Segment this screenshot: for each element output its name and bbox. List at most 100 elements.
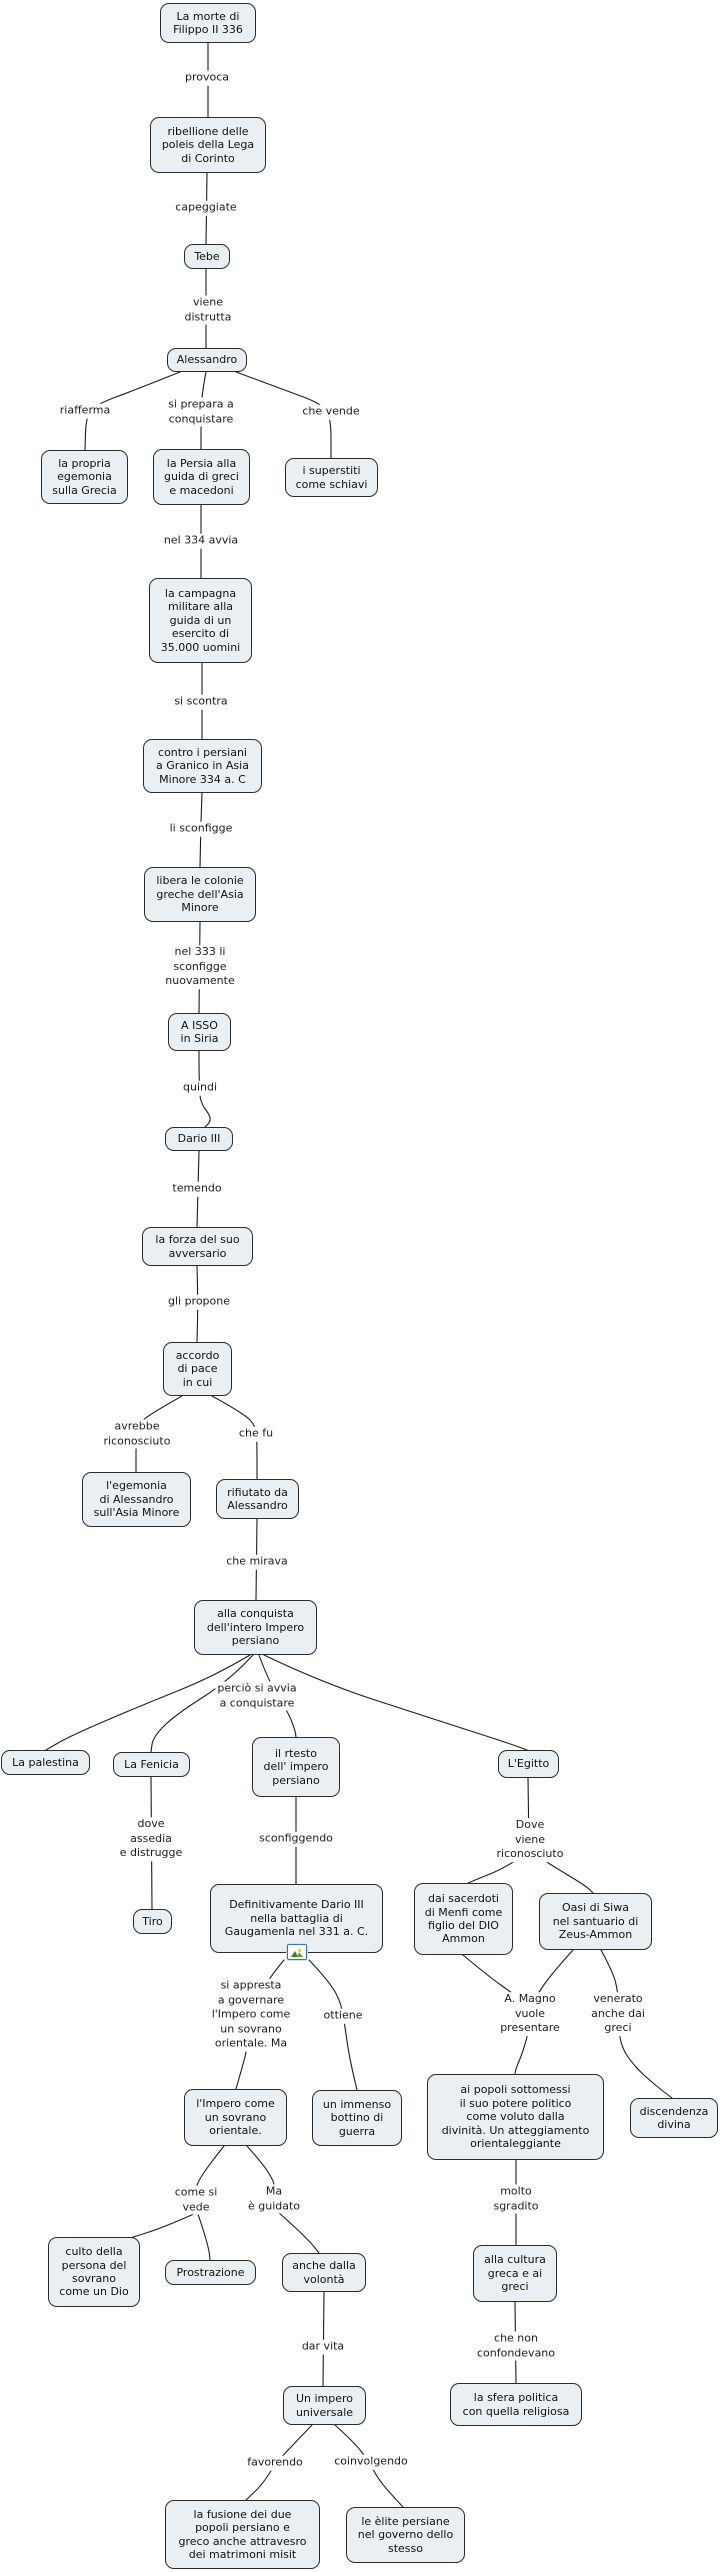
concept-node-popoli-sottomessi[interactable]: ai popoli sottomessi il suo potere polit…: [427, 2074, 604, 2160]
node-text: Prostrazione: [176, 2265, 245, 2279]
link-label-si-prepara: si prepara a conquistare: [166, 397, 236, 427]
edge-comesivede-prostrazione: [197, 2213, 211, 2261]
concept-node-egemonia-asia-minore[interactable]: l'egemonia di Alessandro sull'Asia Minor…: [82, 1472, 191, 1527]
concept-node-palestina[interactable]: La palestina: [1, 1750, 90, 1775]
link-label-che-fu: che fu: [236, 1426, 276, 1442]
link-label-dar-vita: dar vita: [299, 2339, 347, 2355]
concept-node-oasi-siwa[interactable]: Oasi di Siwa nel santuario di Zeus-Ammon: [539, 1893, 652, 1950]
link-label-ottiene: ottiene: [321, 2008, 365, 2024]
link-label-molto-sgradito: molto sgradito: [491, 2184, 541, 2214]
concept-node-tebe[interactable]: Tebe: [184, 244, 230, 269]
concept-node-egemonia-grecia[interactable]: la propria egemonia sulla Grecia: [41, 450, 128, 504]
edge-comesivede-culto: [129, 2213, 195, 2239]
concept-node-persia-guida[interactable]: la Persia alla guida di greci e macedoni: [153, 449, 250, 505]
node-text: accordo di pace in cui: [175, 1348, 220, 1389]
concept-node-dario-iii[interactable]: Dario III: [165, 1127, 233, 1151]
concept-node-fenicia[interactable]: La Fenicia: [113, 1752, 190, 1777]
node-text: La morte di Filippo II 336: [173, 9, 243, 36]
concept-node-campagna-militare[interactable]: la campagna militare alla guida di un es…: [149, 578, 252, 663]
link-label-viene-distrutta: viene distrutta: [182, 295, 234, 325]
node-text: alla conquista dell'intero Impero persia…: [206, 1607, 305, 1648]
edge-maguidato-volonta: [277, 2211, 320, 2254]
link-label-venerato: venerato anche dai greci: [589, 1992, 647, 2036]
link-label-che-mirava: che mirava: [224, 1554, 290, 1570]
link-label-ma-e-guidato: Ma è guidato: [245, 2184, 303, 2214]
concept-node-fusione-popoli[interactable]: la fusione dei due popoli persiano e gre…: [165, 2500, 320, 2569]
link-label-quindi: quindi: [180, 1080, 220, 1096]
link-label-li-sconfigge: li sconfigge: [167, 821, 235, 837]
link-label-nel-333: nel 333 li sconfigge nuovamente: [163, 945, 237, 989]
concept-node-granico[interactable]: contro i persiani a Granico in Asia Mino…: [143, 739, 262, 793]
node-text: un immenso bottino di guerra: [322, 2097, 392, 2138]
node-text: la Persia alla guida di greci e macedoni: [164, 456, 239, 497]
node-text: la sfera politica con quella religiosa: [462, 2391, 570, 2418]
edge-conquista-egitto: [263, 1654, 528, 1751]
link-label-provoca: provoca: [182, 70, 232, 86]
link-label-capeggiate: capeggiate: [173, 200, 239, 216]
node-text: anche dalla volontà: [292, 2259, 356, 2286]
link-label-dove-assedia: dove assedia e distrugge: [117, 1817, 185, 1861]
edge-alessandro-superstiti: [235, 371, 332, 459]
node-text: ai popoli sottomessi il suo potere polit…: [441, 2083, 590, 2151]
concept-node-forza-avversario[interactable]: la forza del suo avversario: [142, 1227, 253, 1266]
node-text: dai sacerdoti di Menfi come figlio del D…: [424, 1892, 503, 1946]
link-label-che-non-confondevano: che non confondevano: [474, 2331, 558, 2361]
concept-node-impero-universale[interactable]: Un impero universale: [283, 2386, 366, 2425]
link-label-temendo: temendo: [170, 1181, 224, 1197]
edge-conquista-fenicia: [150, 1654, 254, 1753]
link-label-si-appresta: si appresta a governare l'Impero come un…: [209, 1978, 293, 2052]
concept-node-superstiti-schiavi[interactable]: i superstiti come schiavi: [285, 458, 378, 497]
edge-conquista-resto: [258, 1654, 297, 1738]
concept-node-morte-filippo[interactable]: La morte di Filippo II 336: [160, 3, 256, 43]
node-text: alla cultura greca e ai greci: [484, 2253, 546, 2294]
concept-node-ribellione-poleis[interactable]: ribellione delle poleis della Lega di Co…: [150, 117, 266, 173]
concept-node-sfera-politica[interactable]: la sfera politica con quella religiosa: [450, 2383, 582, 2426]
node-text: Un impero universale: [295, 2392, 354, 2419]
edge-conquista-palestina: [45, 1654, 251, 1751]
concept-node-culto-sovrano[interactable]: culto della persona del sovrano come un …: [48, 2237, 140, 2307]
concept-node-cultura-greca[interactable]: alla cultura greca e ai greci: [473, 2245, 557, 2302]
concept-node-alessandro[interactable]: Alessandro: [167, 348, 247, 372]
node-text: Dario III: [177, 1132, 221, 1146]
link-label-come-si-vede: come si vede: [172, 2185, 220, 2215]
concept-node-gaugamela[interactable]: Definitivamente Dario III nella battagli…: [210, 1884, 383, 1960]
node-text: Tiro: [142, 1914, 163, 1928]
concept-node-egitto[interactable]: L'Egitto: [498, 1750, 559, 1778]
node-text: libera le colonie greche dell'Asia Minor…: [156, 874, 244, 915]
concept-node-colonie-greche[interactable]: libera le colonie greche dell'Asia Minor…: [144, 867, 256, 922]
node-text: il rtesto dell' impero persiano: [263, 1746, 329, 1787]
image-resource-icon[interactable]: [286, 1944, 307, 1960]
concept-node-discendenza-divina[interactable]: discendenza divina: [630, 2098, 718, 2138]
link-label-sconfiggendo: sconfiggendo: [257, 1831, 335, 1847]
concept-node-sacerdoti-menfi[interactable]: dai sacerdoti di Menfi come figlio del D…: [414, 1883, 513, 1955]
concept-node-elite-persiane[interactable]: le èlite persiane nel governo dello stes…: [346, 2507, 465, 2563]
link-label-si-scontra: si scontra: [172, 694, 230, 710]
node-text: la fusione dei due popoli persiano e gre…: [178, 2507, 307, 2561]
concept-node-impero-sovrano-orientale[interactable]: l'Impero come un sovrano orientale.: [184, 2089, 287, 2146]
concept-node-rifiutato-alessandro[interactable]: rifiutato da Alessandro: [216, 1479, 299, 1519]
link-label-dove-viene-riconosciuto: Dove viene riconosciuto: [494, 1818, 566, 1862]
link-label-percio-si-avvia: perciò si avvia a conquistare: [215, 1681, 299, 1711]
edge-amagno-popoli: [514, 2029, 530, 2075]
concept-node-resto-impero[interactable]: il rtesto dell' impero persiano: [252, 1737, 340, 1797]
node-text: culto della persona del sovrano come un …: [59, 2245, 129, 2299]
node-text: le èlite persiane nel governo dello stes…: [357, 2514, 454, 2555]
concept-node-accordo-pace[interactable]: accordo di pace in cui: [163, 1342, 232, 1396]
node-text: contro i persiani a Granico in Asia Mino…: [156, 745, 249, 786]
link-label-riafferma: riafferma: [57, 403, 113, 419]
node-text: la campagna militare alla guida di un es…: [160, 586, 241, 654]
node-text: ribellione delle poleis della Lega di Co…: [161, 124, 255, 165]
link-label-a-magno: A. Magno vuole presentare: [498, 1992, 562, 2036]
concept-node-isso[interactable]: A ISSO in Siria: [168, 1013, 231, 1051]
link-label-coinvolgendo: coinvolgendo: [332, 2454, 410, 2470]
concept-node-prostrazione[interactable]: Prostrazione: [165, 2260, 256, 2285]
node-text: la propria egemonia sulla Grecia: [52, 456, 117, 497]
concept-node-tiro[interactable]: Tiro: [133, 1909, 172, 1934]
concept-node-volonta[interactable]: anche dalla volontà: [282, 2253, 366, 2292]
concept-node-conquista-impero[interactable]: alla conquista dell'intero Impero persia…: [194, 1600, 317, 1655]
link-label-che-vende: che vende: [300, 404, 362, 420]
concept-node-bottino-guerra[interactable]: un immenso bottino di guerra: [312, 2090, 402, 2146]
node-text: discendenza divina: [639, 2104, 709, 2131]
